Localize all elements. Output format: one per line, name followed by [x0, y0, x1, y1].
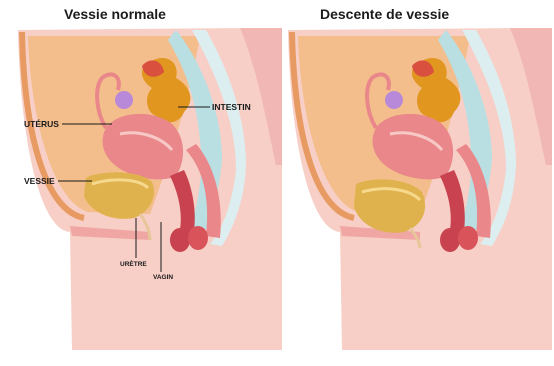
- svg-text:VESSIE: VESSIE: [24, 176, 55, 186]
- svg-text:VAGIN: VAGIN: [153, 274, 173, 281]
- svg-text:URÈTRE: URÈTRE: [120, 259, 147, 268]
- svg-text:INTESTIN: INTESTIN: [212, 102, 251, 112]
- panel-normal: [18, 28, 282, 350]
- svg-text:UTÉRUS: UTÉRUS: [24, 119, 59, 129]
- panel-prolapse: [288, 28, 552, 350]
